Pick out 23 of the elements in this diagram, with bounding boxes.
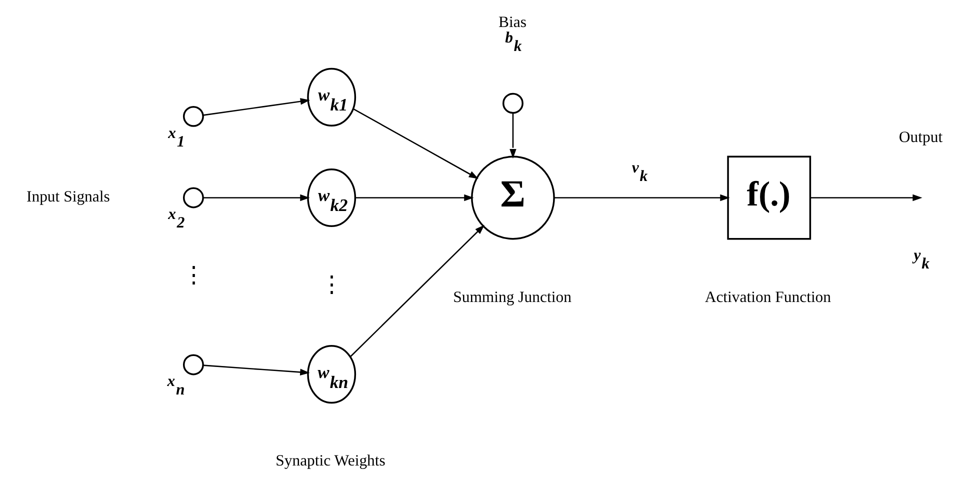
label: Input Signals <box>26 188 110 206</box>
arrow <box>350 224 484 358</box>
node-circle: Σ <box>471 156 555 240</box>
arrow <box>554 194 730 202</box>
node-box: f(.) <box>727 156 812 240</box>
arrow <box>353 108 478 179</box>
label: Output <box>898 129 943 146</box>
node-circle <box>182 187 204 208</box>
arrow <box>510 112 516 159</box>
arrow <box>203 364 310 376</box>
arrow <box>203 98 310 116</box>
arrow <box>203 194 310 202</box>
label: ⋮ <box>182 262 206 287</box>
node-label: Activation Function <box>704 289 832 306</box>
node-label: Summing Junction <box>453 289 572 306</box>
label: Synaptic Weights <box>276 452 386 470</box>
node-circle <box>182 106 204 127</box>
label: ⋮ <box>320 272 344 297</box>
arrow <box>810 194 922 202</box>
node-label: Bias <box>498 14 527 31</box>
node-circle <box>502 92 524 114</box>
node-circle <box>182 354 204 376</box>
arrow <box>355 194 474 202</box>
